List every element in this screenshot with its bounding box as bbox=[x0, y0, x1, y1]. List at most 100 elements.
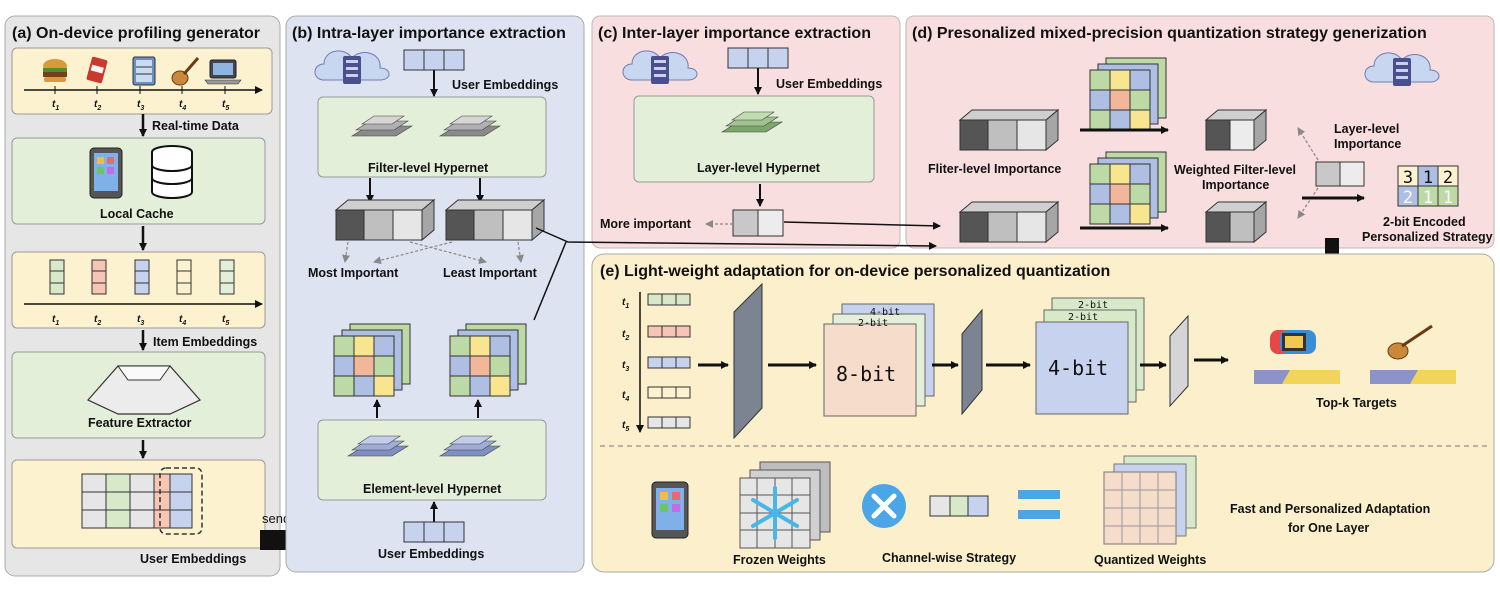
element-hypernet-label: Element-level Hypernet bbox=[363, 482, 502, 496]
drink-can-icon bbox=[86, 56, 108, 84]
weighted-vector-top bbox=[1204, 108, 1268, 152]
svg-text:2: 2 bbox=[1443, 168, 1453, 188]
layer-importance-vector-d bbox=[1315, 161, 1365, 187]
time-ticks-top bbox=[54, 86, 226, 94]
layer-slab-2 bbox=[961, 308, 983, 416]
svg-text:t5: t5 bbox=[222, 99, 229, 112]
game-console-icon bbox=[1270, 330, 1316, 354]
user-embedding-vector-b-bottom bbox=[403, 521, 465, 543]
svg-text:t2: t2 bbox=[622, 329, 629, 342]
connector-c-to-d bbox=[783, 221, 941, 230]
svg-text:1: 1 bbox=[1423, 168, 1433, 188]
equals-icon bbox=[1018, 490, 1060, 519]
layer-hypernet-box bbox=[633, 95, 875, 183]
svg-text:4-bit: 4-bit bbox=[1048, 356, 1108, 380]
panel-a: (a) On-device profiling generator bbox=[4, 15, 281, 577]
weight-grid-top bbox=[1090, 58, 1166, 130]
burger-icon bbox=[43, 59, 67, 82]
filter-importance-vector-bottom bbox=[959, 201, 1059, 243]
feature-extractor-label: Feature Extractor bbox=[88, 416, 192, 430]
panel-d-bg bbox=[905, 15, 1495, 249]
svg-text:8-bit: 8-bit bbox=[836, 362, 896, 386]
layer-slab-1 bbox=[733, 282, 763, 440]
panel-d: (d) Presonalized mixed-precision quantiz… bbox=[905, 15, 1495, 249]
fridge-icon bbox=[132, 56, 156, 86]
weighted-importance-label-2: Importance bbox=[1202, 178, 1269, 192]
svg-text:t1: t1 bbox=[52, 99, 59, 112]
time-embeddings-e bbox=[647, 293, 691, 429]
time-labels-top: t1 t2 t3 t4 t5 bbox=[52, 99, 229, 112]
panel-b-title: (b) Intra-layer importance extraction bbox=[292, 25, 566, 42]
guitar-icon bbox=[171, 57, 200, 86]
item-embeddings-label: Item Embeddings bbox=[153, 335, 257, 349]
svg-text:2-bit: 2-bit bbox=[1078, 300, 1108, 311]
element-hypernet-icon-1 bbox=[346, 435, 410, 457]
user-embeddings-label-b-bottom: User Embeddings bbox=[378, 547, 484, 561]
svg-text:t3: t3 bbox=[137, 99, 144, 112]
panel-c: (c) Inter-layer importance extraction Us… bbox=[591, 15, 901, 249]
user-embeddings-label-b-top: User Embeddings bbox=[452, 78, 558, 92]
layer-hypernet-label: Layer-level Hypernet bbox=[697, 161, 821, 175]
weighted-vector-bottom bbox=[1204, 200, 1268, 244]
svg-text:t3: t3 bbox=[622, 360, 629, 373]
svg-text:2-bit: 2-bit bbox=[1068, 312, 1098, 323]
svg-text:t4: t4 bbox=[622, 390, 629, 403]
tablet-icon bbox=[89, 147, 123, 199]
layer-importance-label-1: Layer-level bbox=[1334, 122, 1399, 136]
panel-a-title: (a) On-device profiling generator bbox=[12, 25, 260, 42]
fast-adaptation-label-2: for One Layer bbox=[1288, 521, 1369, 535]
encoded-strategy-grid: 3 1 2 2 1 1 bbox=[1397, 165, 1459, 208]
svg-text:t4: t4 bbox=[179, 99, 186, 112]
svg-text:t2: t2 bbox=[94, 314, 101, 327]
svg-text:1: 1 bbox=[1423, 188, 1433, 208]
topk-bar-2 bbox=[1370, 370, 1456, 384]
filter-vector-right bbox=[445, 199, 545, 241]
weight-grid-bottom bbox=[1090, 152, 1166, 224]
quantized-weights-label: Quantized Weights bbox=[1094, 553, 1206, 567]
layer-hypernet-icon bbox=[720, 111, 784, 133]
guitar-icon-e bbox=[1387, 324, 1433, 360]
time-labels-mid: t1 t2 t3 t4 t5 bbox=[52, 314, 229, 327]
svg-text:4-bit: 4-bit bbox=[870, 307, 900, 318]
more-important-label: More important bbox=[600, 217, 692, 231]
element-hypernet-icon-2 bbox=[438, 435, 502, 457]
user-embedding-vector-c bbox=[727, 47, 789, 69]
panel-b: (b) Intra-layer importance extraction Us… bbox=[285, 15, 585, 573]
time-labels-e: t1 t2 t3 t4 t5 bbox=[622, 297, 629, 433]
panel-e-title: (e) Light-weight adaptation for on-devic… bbox=[600, 263, 1110, 280]
svg-text:2: 2 bbox=[1403, 188, 1413, 208]
layer-8bit: 4-bit 2-bit 8-bit bbox=[823, 303, 935, 417]
topk-label: Top-k Targets bbox=[1316, 396, 1397, 410]
quantized-weights-grid bbox=[1103, 455, 1197, 545]
channel-strategy-vector bbox=[929, 495, 989, 517]
svg-text:2-bit: 2-bit bbox=[858, 318, 888, 329]
filter-vector-left bbox=[335, 199, 435, 241]
user-embeddings-label-c: User Embeddings bbox=[776, 77, 882, 91]
realtime-data-label: Real-time Data bbox=[152, 119, 240, 133]
local-cache-box bbox=[11, 137, 266, 225]
snowflake-icon bbox=[751, 486, 799, 540]
multiply-icon bbox=[862, 484, 906, 528]
layer-4bit: 2-bit 2-bit 4-bit bbox=[1035, 297, 1145, 415]
encoded-strategy-label-1: 2-bit Encoded bbox=[1383, 215, 1466, 229]
filter-hypernet-label: Filter-level Hypernet bbox=[368, 161, 489, 175]
tablet-icon-e bbox=[651, 481, 689, 539]
element-grid-left bbox=[334, 324, 410, 396]
database-icon bbox=[151, 145, 193, 199]
connector-grid-to-d bbox=[533, 241, 567, 321]
svg-text:t1: t1 bbox=[622, 297, 629, 310]
weighted-importance-label-1: Weighted Filter-level bbox=[1174, 163, 1296, 177]
filter-importance-label: Fliter-level Importance bbox=[928, 162, 1061, 176]
filter-importance-vector-top bbox=[959, 109, 1059, 151]
frozen-weights-label: Frozen Weights bbox=[733, 553, 826, 567]
layer-slab-3 bbox=[1169, 314, 1189, 408]
user-embedding-vector-b-top bbox=[403, 49, 465, 71]
panel-d-title: (d) Presonalized mixed-precision quantiz… bbox=[912, 25, 1427, 42]
most-important-label: Most Important bbox=[308, 266, 399, 280]
least-important-label: Least Important bbox=[443, 266, 538, 280]
svg-text:t3: t3 bbox=[137, 314, 144, 327]
encoded-strategy-label-2: Personalized Strategy bbox=[1362, 230, 1493, 244]
user-embedding-matrix bbox=[81, 467, 203, 535]
panel-e: (e) Light-weight adaptation for on-devic… bbox=[591, 253, 1495, 573]
